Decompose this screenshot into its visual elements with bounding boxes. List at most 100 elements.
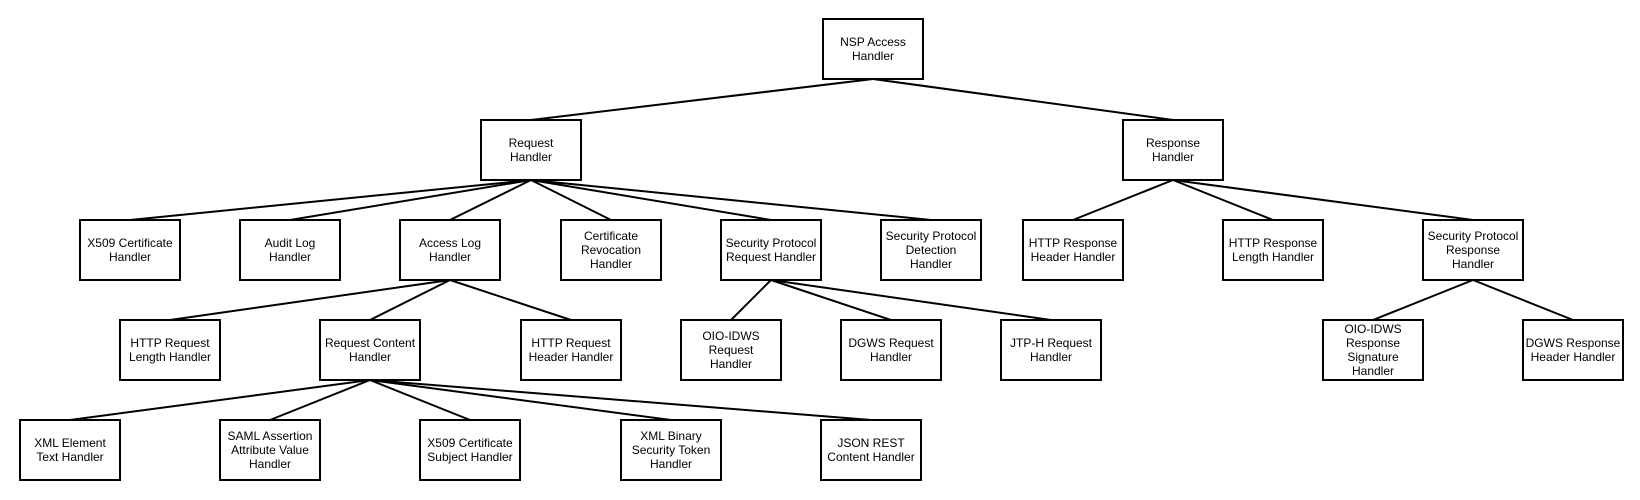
edge-nsp-access-to-response — [872, 78, 1174, 121]
node-label-line: Handler — [910, 257, 952, 271]
node-label-line: Signature — [1347, 350, 1399, 364]
node-box-http-resp-header — [1022, 219, 1124, 281]
node-box-oio-idws-request — [680, 319, 782, 381]
edge-response-to-http-resp-length — [1172, 179, 1274, 221]
node-label-line: JTP-H Request — [1010, 336, 1093, 350]
node-box-x509-cert-subject — [419, 419, 521, 481]
node-label-line: Request — [709, 343, 754, 357]
node-label-line: HTTP Request — [531, 336, 611, 350]
edge-sec-proto-response-to-oio-idws-resp-sig — [1372, 279, 1474, 321]
edge-request-to-cert-revocation — [530, 179, 612, 221]
node-box-sec-proto-request — [720, 219, 822, 281]
edge-request-to-access-log — [449, 179, 532, 221]
edge-request-to-sec-proto-detection — [530, 179, 932, 221]
node-box-sec-proto-response — [1422, 219, 1524, 281]
node-label-line: Length Handler — [129, 350, 211, 364]
node-box-http-req-header — [520, 319, 622, 381]
edge-req-content-to-json-rest — [369, 379, 872, 421]
edge-sec-proto-request-to-jtp-h-request — [770, 279, 1052, 321]
edge-response-to-sec-proto-response — [1172, 179, 1474, 221]
node-box-jtp-h-request — [1000, 319, 1102, 381]
node-label-line: Content Handler — [827, 450, 914, 464]
edge-req-content-to-xml-binary-token — [369, 379, 672, 421]
node-label-line: DGWS Request — [848, 336, 934, 350]
node-label-line: Security Protocol — [886, 229, 977, 243]
node-label-line: Attribute Value — [231, 443, 309, 457]
node-label-line: SAML Assertion — [228, 429, 313, 443]
node-label-line: Handler — [1030, 350, 1072, 364]
node-box-oio-idws-resp-sig — [1322, 319, 1424, 381]
edge-request-to-x509-cert — [129, 179, 532, 221]
node-label-line: Response — [1346, 336, 1400, 350]
node-label-line: Handler — [349, 350, 391, 364]
edge-nsp-access-to-request — [530, 78, 874, 121]
node-label-line: Handler — [870, 350, 912, 364]
node-label-line: Detection — [906, 243, 957, 257]
edge-req-content-to-saml-assertion — [269, 379, 371, 421]
node-label-line: Header Handler — [1531, 350, 1616, 364]
node-label-line: Audit Log — [265, 236, 316, 250]
edge-access-log-to-req-content — [369, 279, 451, 321]
node-label-line: Text Handler — [36, 450, 103, 464]
node-box-dgws-request — [840, 319, 942, 381]
node-label-line: Handler — [710, 357, 752, 371]
node-box-response — [1122, 119, 1224, 181]
node-label-line: Certificate — [584, 229, 638, 243]
node-label-line: Handler — [510, 150, 552, 164]
node-label-line: Security Protocol — [726, 236, 817, 250]
node-box-nsp-access — [822, 18, 924, 80]
node-label-line: Handler — [429, 250, 471, 264]
edges-layer — [69, 78, 1574, 421]
node-label-line: X509 Certificate — [427, 436, 513, 450]
node-box-req-content — [319, 319, 421, 381]
node-label-line: Response — [1446, 243, 1500, 257]
node-box-saml-assertion — [219, 419, 321, 481]
node-box-x509-cert — [79, 219, 181, 281]
edge-sec-proto-request-to-dgws-request — [770, 279, 892, 321]
node-label-line: Security Protocol — [1428, 229, 1519, 243]
node-label-line: Access Log — [419, 236, 481, 250]
node-label-line: DGWS Response — [1526, 336, 1621, 350]
node-label-line: X509 Certificate — [87, 236, 173, 250]
node-box-xml-binary-token — [620, 419, 722, 481]
node-label-line: Header Handler — [1031, 250, 1116, 264]
edge-req-content-to-xml-element-text — [69, 379, 371, 421]
node-label-line: OIO-IDWS — [702, 329, 759, 343]
node-label-line: HTTP Response — [1229, 236, 1318, 250]
node-label-line: OIO-IDWS — [1344, 322, 1401, 336]
edge-sec-proto-request-to-oio-idws-request — [730, 279, 772, 321]
